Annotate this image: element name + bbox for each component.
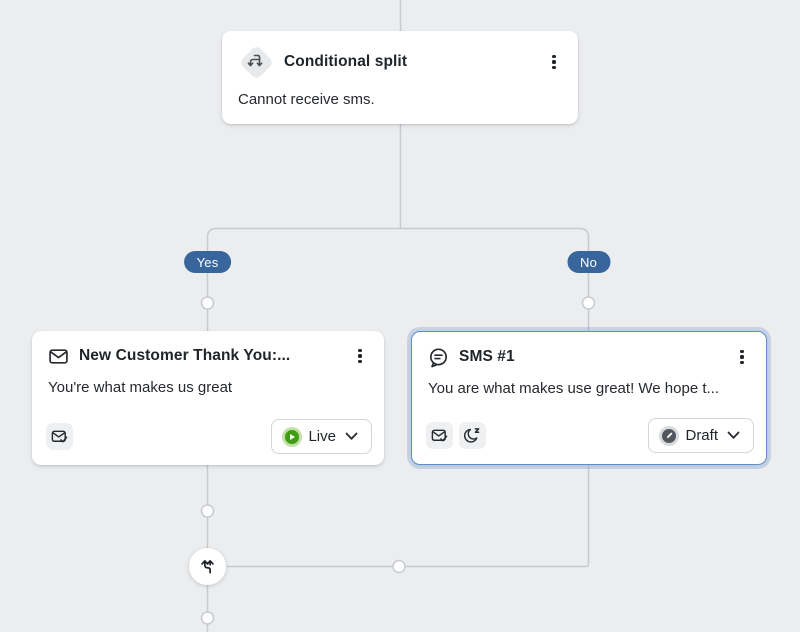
smart-sending-icon xyxy=(426,422,453,449)
kebab-menu-icon[interactable] xyxy=(542,50,566,74)
connector-branches xyxy=(206,227,590,331)
connector-node xyxy=(200,611,215,625)
email-status-dropdown[interactable]: Live xyxy=(271,419,372,454)
envelope-icon xyxy=(49,348,68,364)
email-card-preview: You're what makes us great xyxy=(48,379,233,396)
draft-status-icon xyxy=(662,428,677,443)
quiet-hours-icon xyxy=(459,422,486,449)
sms-status-dropdown[interactable]: Draft xyxy=(648,418,754,453)
sms-card-preview: You are what makes use great! We hope t.… xyxy=(428,380,720,397)
chevron-down-icon xyxy=(727,431,740,439)
connector-node xyxy=(200,504,215,518)
conditional-split-description: Cannot receive sms. xyxy=(238,91,375,108)
sms-card[interactable]: SMS #1 You are what makes use great! We … xyxy=(411,331,767,465)
smart-sending-icon xyxy=(46,423,73,450)
branch-label-no: No xyxy=(566,251,611,273)
conditional-split-title: Conditional split xyxy=(284,53,408,70)
connector-node xyxy=(200,296,215,310)
split-arrows-icon xyxy=(238,44,274,80)
connector-right-merge xyxy=(226,465,590,568)
connector-node xyxy=(581,296,596,310)
sms-status-label: Draft xyxy=(685,427,718,444)
sms-card-title: SMS #1 xyxy=(459,348,515,365)
branch-label-yes: Yes xyxy=(183,251,232,273)
chevron-down-icon xyxy=(345,432,358,440)
merge-paths-icon xyxy=(201,560,214,574)
live-status-icon xyxy=(285,429,300,444)
merge-paths-node[interactable] xyxy=(189,548,226,585)
email-status-label: Live xyxy=(308,428,336,445)
kebab-menu-icon[interactable] xyxy=(348,344,372,368)
sms-bubble-icon xyxy=(429,347,448,367)
email-card[interactable]: New Customer Thank You:... You're what m… xyxy=(32,331,384,465)
kebab-menu-icon[interactable] xyxy=(730,345,754,369)
connector-node xyxy=(392,559,406,574)
conditional-split-card[interactable]: Conditional split Cannot receive sms. xyxy=(222,31,578,124)
email-card-title: New Customer Thank You:... xyxy=(79,347,291,364)
